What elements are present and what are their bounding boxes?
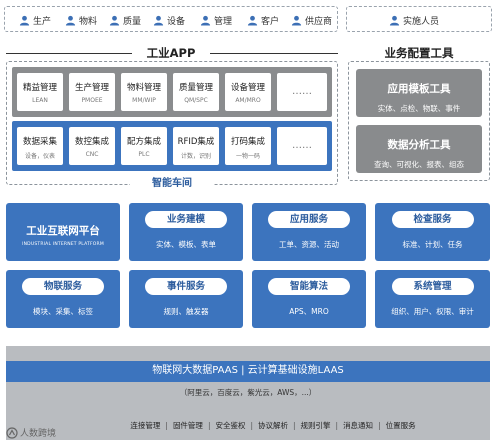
config-tools-title: 业务配置工具 [384,46,454,60]
user-icon [65,15,76,26]
int-card-rfid[interactable]: RFID集成计数，识别 [173,127,219,165]
tile-app-services[interactable]: 应用服务 工单、资源、活动 [252,203,366,261]
user-material: 物料 [65,7,97,33]
tile-event-services[interactable]: 事件服务 规则、触发器 [129,270,243,328]
implementer-box: 实施人员 [346,6,492,32]
user-icon [109,15,120,26]
service-security: 安全鉴权 [215,420,246,430]
user-customer: 客户 [247,7,279,33]
user-roles-box: 生产 物料 质量 设备 管理 客户 供应商 [4,6,338,32]
watermark-logo-icon [6,426,18,439]
user-icon [291,15,302,26]
user-icon [153,15,164,26]
user-management: 管理 [200,7,232,33]
data-analysis-tool[interactable]: 数据分析工具 查询、可视化、报表、组态 [356,125,482,173]
user-icon [19,15,30,26]
watermark: 人数跨境 [6,426,56,439]
tile-business-modeling[interactable]: 业务建模 实体、模板、表单 [129,203,243,261]
int-card-coding[interactable]: 打码集成一物一码 [225,127,271,165]
app-title-line-left [6,53,132,54]
service-notification: 消息通知 [343,420,374,430]
infra-services-list: 连接管理| 固件管理| 安全鉴权| 协议解析| 规则引擎| 消息通知| 位置服务 [130,420,416,430]
user-icon [200,15,211,26]
user-supplier: 供应商 [291,7,332,33]
service-connection: 连接管理 [130,420,161,430]
int-card-data-collection[interactable]: 数据采集设备，仪表 [17,127,63,165]
tile-iot-services[interactable]: 物联服务 模块、采集、标签 [6,270,120,328]
user-equipment: 设备 [153,7,185,33]
app-card-more[interactable]: …… [277,73,327,111]
tile-inspection-services[interactable]: 检查服务 标准、计划、任务 [375,203,490,261]
int-card-more[interactable]: …… [277,127,327,165]
service-firmware: 固件管理 [172,420,203,430]
industrial-internet-platform[interactable]: 工业互联网平台 INDUSTRIAL INTERNET PLATFORM [6,203,120,261]
app-title-line-right [210,53,338,54]
tile-smart-algorithms[interactable]: 智能算法 APS、MRO [252,270,366,328]
tile-system-management[interactable]: 系统管理 组织、用户、权限、审计 [375,270,490,328]
app-template-tool[interactable]: 应用模板工具 实体、点检、物联、事件 [356,69,482,117]
smart-workshop-label: 智能车间 [130,174,214,189]
industrial-app-title: 工业APP [146,46,196,60]
user-implementer: 实施人员 [389,7,439,33]
user-icon [389,15,400,26]
paas-laas-band: 物联网大数据PAAS | 云计算基础设施LAAS [6,361,490,382]
config-tools-box [348,61,490,181]
user-icon [247,15,258,26]
service-protocol: 协议解析 [258,420,288,430]
user-quality: 质量 [109,7,141,33]
service-rules: 规则引擎 [300,420,331,430]
user-production: 生产 [19,7,51,33]
cloud-providers: （阿里云，百度云，紫光云，AWS，...） [179,388,317,397]
service-location: 位置服务 [385,420,416,430]
